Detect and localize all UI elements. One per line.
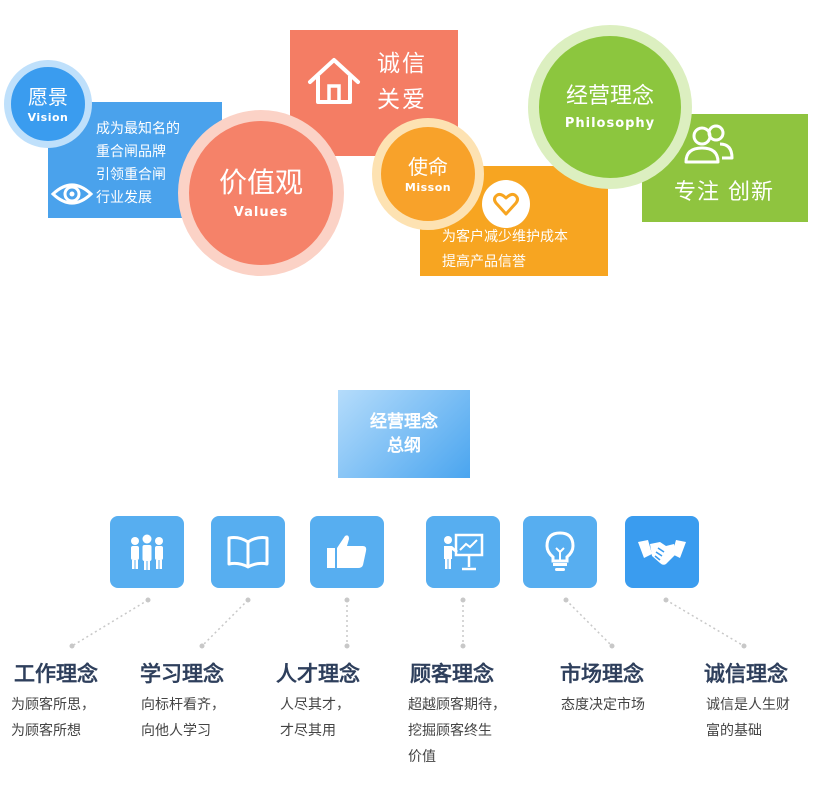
thumbs-up-icon xyxy=(327,535,367,568)
philosophy-description: 专注 创新 xyxy=(674,180,774,205)
connector-dot xyxy=(563,597,569,603)
connector-dot xyxy=(69,643,75,649)
principle-desc-integrity: 诚信是人生财 富的基础 xyxy=(706,697,790,739)
values-circle: 价值观 Values xyxy=(178,110,344,276)
connector-dot xyxy=(460,643,466,649)
heart-badge xyxy=(482,180,530,228)
principle-desc-learning: 向标杆看齐， 向他人学习 xyxy=(141,697,225,739)
principle-icon-tile xyxy=(211,516,285,588)
principle-icon-tile xyxy=(523,516,597,588)
principle-icon-tile xyxy=(310,516,384,588)
mission-title: 使命 xyxy=(408,154,448,179)
philosophy-title: 经营理念 xyxy=(565,83,654,109)
vision-title: 愿景 xyxy=(28,84,68,109)
philosophy-circle: 经营理念 Philosophy xyxy=(528,25,692,189)
heart-icon xyxy=(493,192,519,216)
connector-dot xyxy=(245,597,251,603)
mission-description: 为客户减少维护成本 提高产品信誉 xyxy=(442,229,568,270)
connector-1 xyxy=(71,599,149,647)
house-icon xyxy=(308,58,360,104)
mission-circle: 使命 Misson xyxy=(372,118,484,230)
principle-title-work: 工作理念 xyxy=(14,662,98,686)
handshake-icon xyxy=(638,540,686,565)
principle-icon-tile xyxy=(110,516,184,588)
principle-title-integrity: 诚信理念 xyxy=(704,662,788,686)
principle-title-market: 市场理念 xyxy=(560,662,644,686)
values-description: 诚信 关爱 xyxy=(377,51,427,113)
philosophy-subtitle: Philosophy xyxy=(564,115,656,131)
mission-subtitle: Misson xyxy=(404,180,452,194)
vision-subtitle: Vision xyxy=(27,110,69,124)
vision-circle: 愿景 Vision xyxy=(4,60,92,148)
users-icon xyxy=(684,124,734,164)
connector-dot xyxy=(460,597,466,603)
summary-line-1: 经营理念 xyxy=(370,412,438,432)
connector-6 xyxy=(665,599,745,647)
values-subtitle: Values xyxy=(233,204,289,220)
values-title: 价值观 xyxy=(218,165,303,199)
principle-title-customer: 顾客理念 xyxy=(410,662,494,686)
connector-dot xyxy=(663,597,669,603)
summary-box: 经营理念 总纲 xyxy=(338,390,470,478)
connector-dot xyxy=(741,643,747,649)
principle-desc-market: 态度决定市场 xyxy=(561,697,645,713)
presentation-icon xyxy=(444,533,484,571)
principle-desc-customer: 超越顾客期待， 挖掘顾客终生 价值 xyxy=(408,697,506,765)
principle-title-talent: 人才理念 xyxy=(276,662,360,686)
vision-description: 成为最知名的 重合闸品牌 引领重合闸 行业发展 xyxy=(96,121,180,206)
connector-2 xyxy=(201,599,249,647)
principle-desc-talent: 人尽其才， 才尽其用 xyxy=(280,697,350,739)
team-icon xyxy=(131,534,163,570)
connector-dot xyxy=(344,643,350,649)
book-icon xyxy=(227,536,269,569)
connector-dot xyxy=(199,643,205,649)
summary-line-2: 总纲 xyxy=(387,436,421,456)
principle-desc-work: 为顾客所思， 为顾客所想 xyxy=(11,697,95,739)
lightbulb-icon xyxy=(545,531,575,571)
eye-icon xyxy=(50,183,94,205)
connector-dot xyxy=(609,643,615,649)
principle-icon-tile xyxy=(426,516,500,588)
principle-icon-tile xyxy=(625,516,699,588)
connector-5 xyxy=(565,599,613,647)
connector-dot xyxy=(145,597,151,603)
principle-title-learning: 学习理念 xyxy=(140,662,224,686)
connector-dot xyxy=(344,597,350,603)
